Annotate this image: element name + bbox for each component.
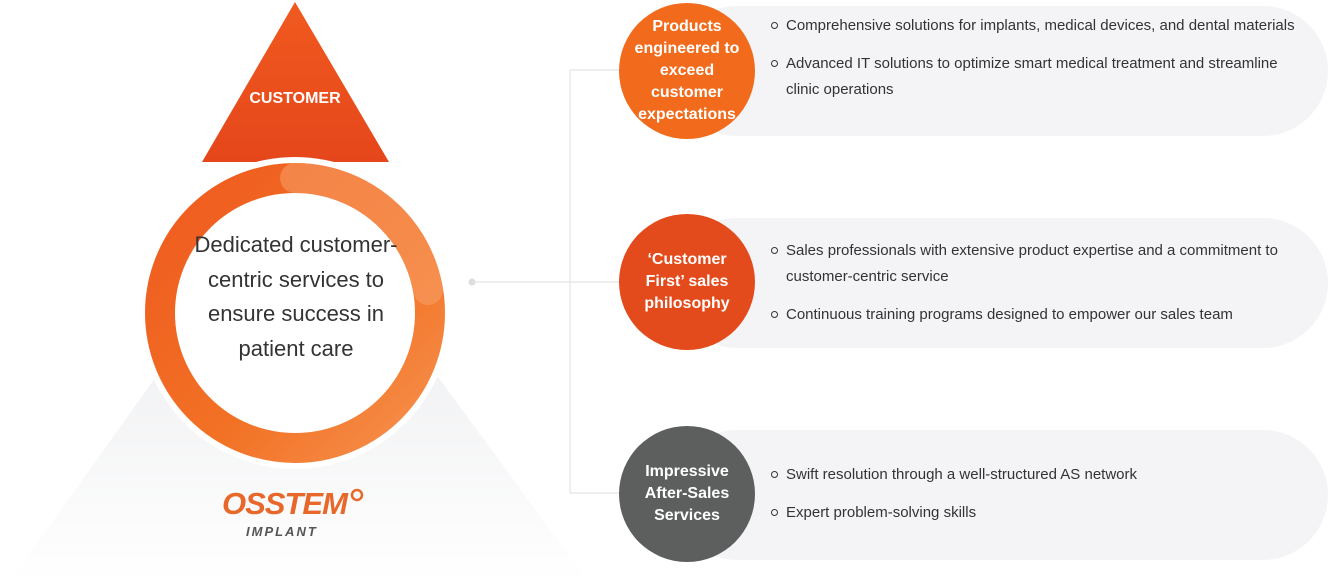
pillar-3-title: Impressive After-Sales Services <box>644 463 730 524</box>
list-item: Swift resolution through a well-structur… <box>770 462 1300 488</box>
apex-triangle <box>202 2 389 162</box>
pillar-3-badge: Impressive After-Sales Services <box>619 426 755 562</box>
pillar-2-panel <box>672 218 1328 348</box>
pillar-1-badge: Products engineered to exceed customer e… <box>619 3 755 139</box>
center-ring-backing <box>139 157 451 469</box>
center-statement: Dedicated customer-centric services to e… <box>194 232 398 361</box>
apex-label: CUSTOMER <box>249 90 341 107</box>
connector-lines <box>468 67 625 496</box>
pillar-3-bullets: Swift resolution through a well-structur… <box>770 462 1300 538</box>
list-item: Comprehensive solutions for implants, me… <box>770 13 1300 39</box>
pillar-2-title: ‘Customer First’ sales philosophy <box>644 251 730 312</box>
osstem-logo: OSSTEM <box>222 486 348 521</box>
list-item: Sales professionals with extensive produ… <box>770 238 1300 290</box>
pillar-2-bullets: Sales professionals with extensive produ… <box>770 238 1300 340</box>
pillar-3-panel <box>672 430 1328 560</box>
pillar-1-title: Products engineered to exceed customer e… <box>634 18 740 123</box>
list-item: Continuous training programs designed to… <box>770 302 1300 328</box>
pillar-2-badge: ‘Customer First’ sales philosophy <box>619 214 755 350</box>
logo-ring-icon <box>350 488 364 502</box>
list-item: Expert problem-solving skills <box>770 500 1300 526</box>
pyramid-graphic <box>8 2 590 584</box>
pillar-1-bullets: Comprehensive solutions for implants, me… <box>770 13 1300 115</box>
osstem-logo-sub: IMPLANT <box>246 524 318 539</box>
list-item: Advanced IT solutions to optimize smart … <box>770 51 1300 103</box>
pillar-1-panel <box>672 6 1328 136</box>
